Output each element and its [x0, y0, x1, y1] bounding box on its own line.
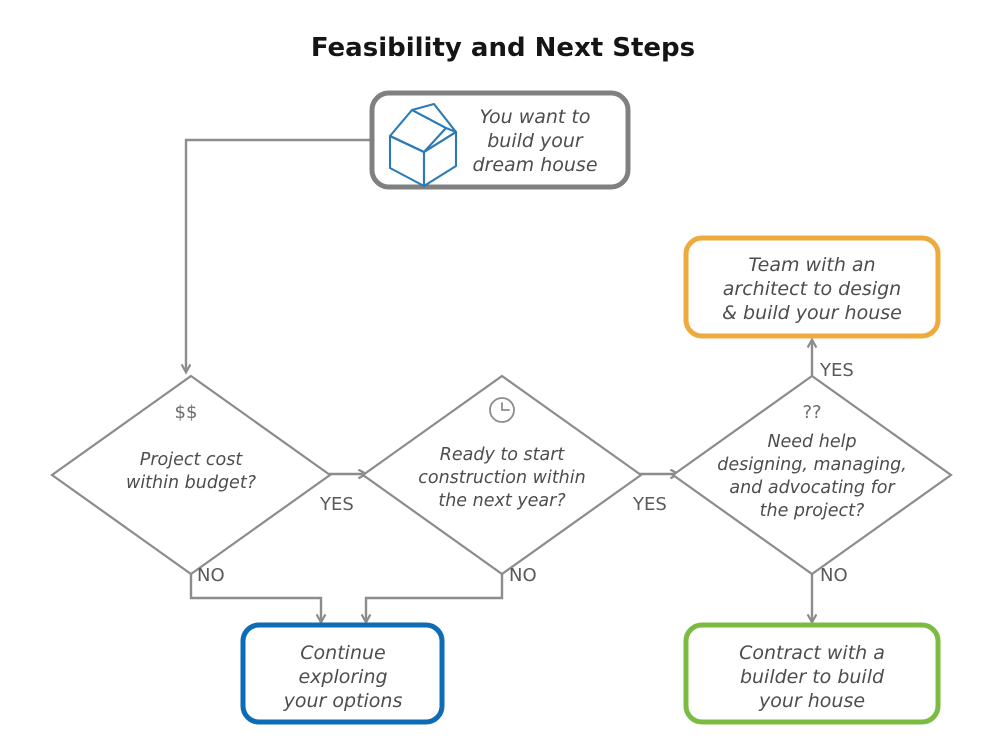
label-help-no: NO [820, 565, 848, 586]
outcome-architect-line-3: & build your house [722, 302, 902, 324]
outcome-architect-line-1: Team with an [748, 254, 875, 276]
decision-help-shape [671, 374, 953, 576]
outcome-architect-box [683, 235, 941, 339]
edge-start-to-budget [186, 138, 372, 372]
start-node-box [369, 90, 631, 190]
outcome-builder-line-3: your house [758, 690, 865, 712]
house-icon [388, 102, 458, 188]
decision-budget-shape [50, 374, 332, 576]
decision-timing-shape [361, 374, 643, 576]
label-timing-yes: YES [632, 494, 667, 515]
decision-timing[interactable]: Ready to start construction within the n… [361, 374, 643, 576]
edge-timing-no [366, 572, 504, 622]
page-title: Feasibility and Next Steps [311, 33, 695, 63]
outcome-explore-line-3: your options [283, 690, 403, 712]
decision-budget-line-1: Project cost [140, 450, 244, 470]
decision-help[interactable]: ?? Need help designing, managing, and ad… [671, 374, 953, 576]
dollar-sign-icon: $$ [175, 402, 198, 423]
decision-help-line-3: and advocating for [729, 478, 896, 498]
label-help-yes: YES [819, 360, 854, 381]
outcome-builder-line-2: builder to build [740, 666, 885, 688]
outcome-builder-line-1: Contract with a [739, 642, 885, 664]
outcome-explore-line-2: exploring [298, 666, 387, 688]
outcome-architect[interactable]: Team with an architect to design & build… [683, 235, 941, 339]
outcome-explore-box [240, 622, 445, 725]
clock-icon [489, 397, 515, 423]
start-node-line-1: You want to [479, 106, 590, 128]
question-marks-icon: ?? [802, 402, 821, 423]
decision-help-line-4: the project? [760, 501, 865, 521]
decision-help-line-2: designing, managing, [717, 455, 907, 475]
decision-budget[interactable]: $$ Project cost within budget? [50, 374, 332, 576]
decision-timing-line-2: construction within [418, 468, 585, 488]
edge-budget-no [189, 572, 321, 622]
decision-timing-line-3: the next year? [438, 491, 565, 511]
outcome-explore-line-1: Continue [300, 642, 385, 664]
outcome-architect-line-2: architect to design [723, 278, 901, 300]
label-timing-no: NO [509, 565, 537, 586]
decision-timing-line-1: Ready to start [440, 445, 566, 465]
decision-budget-line-2: within budget? [126, 473, 256, 493]
start-node-line-2: build your [487, 130, 584, 152]
decision-help-line-1: Need help [767, 432, 856, 452]
start-node-line-3: dream house [472, 154, 597, 176]
outcome-explore[interactable]: Continue exploring your options [240, 622, 445, 725]
outcome-builder-box [683, 622, 941, 725]
label-budget-yes: YES [319, 494, 354, 515]
outcome-builder[interactable]: Contract with a builder to build your ho… [683, 622, 941, 725]
label-budget-no: NO [197, 565, 225, 586]
start-node[interactable]: You want to build your dream house [369, 90, 631, 190]
